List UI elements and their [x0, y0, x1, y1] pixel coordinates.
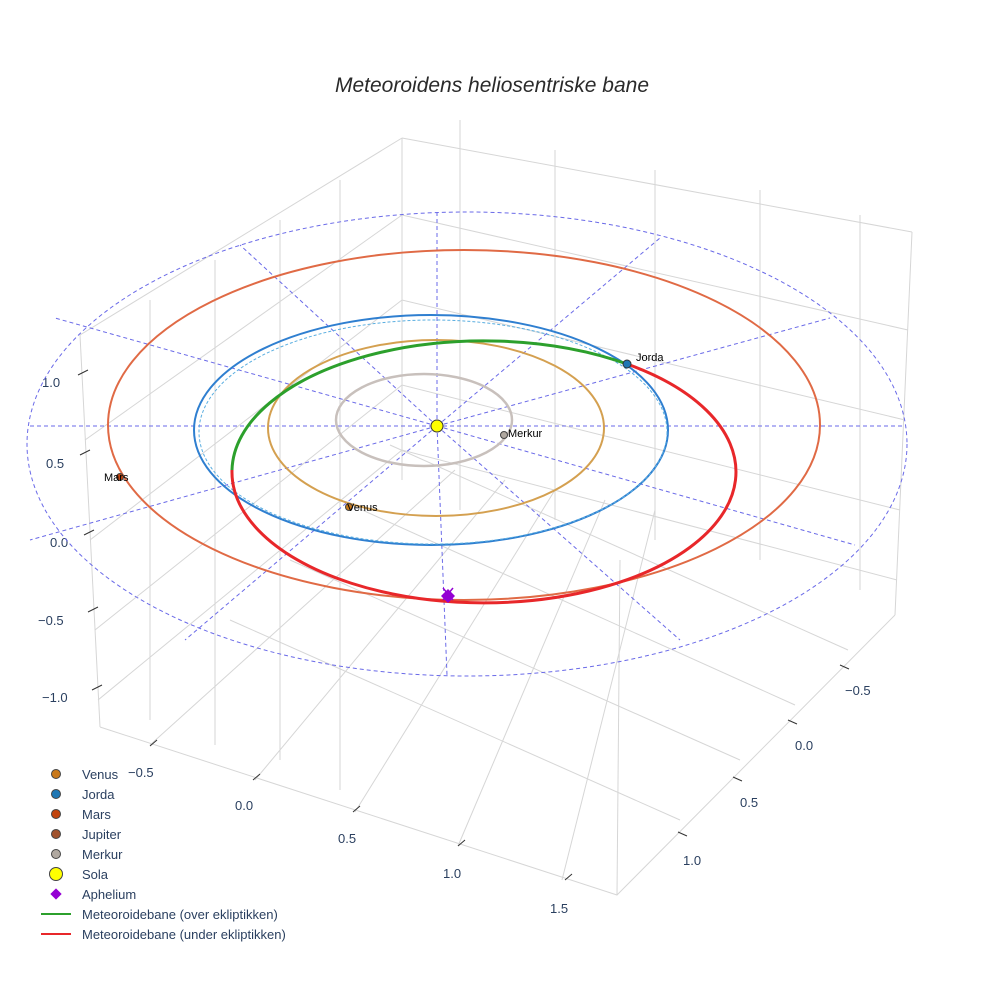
- merkur-dot-icon: [51, 849, 61, 859]
- sola-marker[interactable]: [430, 419, 444, 433]
- legend-item-venus[interactable]: Venus: [38, 764, 286, 784]
- venus-marker[interactable]: [345, 503, 353, 511]
- legend-label: Meteoroidebane (under ekliptikken): [82, 926, 286, 942]
- y-axis-tick-labels: −0.5 0.0 0.5 1.0: [683, 683, 871, 868]
- mars-orbit: [107, 249, 821, 601]
- ecliptic-reference-grid: [26, 211, 908, 677]
- x-axis-tick-labels: −0.5 0.0 0.5 1.0 1.5: [128, 765, 568, 916]
- aphelium-marker[interactable]: [441, 589, 455, 603]
- legend-label: Merkur: [82, 846, 123, 862]
- mars-label: Mars: [104, 472, 129, 484]
- legend-item-merkur[interactable]: Merkur: [38, 844, 286, 864]
- z-tick: −1.0: [42, 690, 68, 705]
- x-tick: 1.5: [550, 901, 568, 916]
- mars-marker[interactable]: [116, 473, 124, 481]
- chart-title: Meteoroidens heliosentriske bane: [334, 74, 650, 97]
- meteoroid-orbit-below-ecliptic: [230, 362, 738, 605]
- jorda-label: Jorda: [636, 352, 664, 364]
- y-tick: 0.0: [795, 738, 813, 753]
- y-tick: 0.5: [740, 795, 758, 810]
- red-line-icon: [41, 933, 71, 935]
- legend-item-mars[interactable]: Mars: [38, 804, 286, 824]
- merkur-marker[interactable]: [500, 431, 508, 439]
- meteoroid-orbit-above-ecliptic: [230, 339, 628, 471]
- legend-label: Jorda: [82, 786, 115, 802]
- merkur-orbit: [334, 372, 514, 468]
- z-tick: 0.0: [50, 535, 68, 550]
- venus-label: Venus: [347, 502, 378, 514]
- legend-label: Jupiter: [82, 826, 122, 842]
- z-axis-tick-labels: 1.0 0.5 0.0 −0.5 −1.0: [38, 375, 68, 705]
- x-tick: −0.5: [128, 765, 154, 780]
- jorda-orbit-dashed: [198, 319, 668, 545]
- x-tick: 1.0: [443, 866, 461, 881]
- venus-dot-icon: [51, 769, 61, 779]
- x-tick: 0.5: [338, 831, 356, 846]
- green-line-icon: [41, 913, 71, 915]
- legend: Venus Jorda Mars Jupiter Merkur Sola Aph…: [38, 764, 286, 944]
- z-tick: 0.5: [46, 456, 64, 471]
- legend-label: Venus: [82, 766, 119, 782]
- legend-item-jupiter[interactable]: Jupiter: [38, 824, 286, 844]
- ecliptic-outer-circle: [26, 211, 908, 677]
- legend-item-jorda[interactable]: Jorda: [38, 784, 286, 804]
- venus-orbit: [267, 339, 605, 517]
- legend-item-sola[interactable]: Sola: [38, 864, 286, 884]
- y-tick: 1.0: [683, 853, 701, 868]
- z-tick: −0.5: [38, 613, 64, 628]
- legend-item-over-ekliptikken[interactable]: Meteoroidebane (over ekliptikken): [38, 904, 286, 924]
- y-tick: −0.5: [845, 683, 871, 698]
- merkur-label: Merkur: [508, 428, 543, 440]
- mars-dot-icon: [51, 809, 61, 819]
- jupiter-dot-icon: [51, 829, 61, 839]
- legend-item-aphelium[interactable]: Aphelium: [38, 884, 286, 904]
- legend-label: Mars: [82, 806, 111, 822]
- jorda-marker[interactable]: [622, 359, 632, 369]
- diamond-icon: [50, 888, 62, 900]
- z-tick: 1.0: [42, 375, 60, 390]
- sola-dot-icon: [49, 867, 63, 881]
- legend-label: Sola: [82, 866, 109, 882]
- jorda-dot-icon: [51, 789, 61, 799]
- jorda-orbit: [193, 314, 669, 546]
- axis-ticks: [77, 369, 850, 881]
- legend-label: Aphelium: [82, 886, 137, 902]
- legend-item-under-ekliptikken[interactable]: Meteoroidebane (under ekliptikken): [38, 924, 286, 944]
- x-tick: 0.0: [235, 798, 253, 813]
- legend-label: Meteoroidebane (over ekliptikken): [82, 906, 278, 922]
